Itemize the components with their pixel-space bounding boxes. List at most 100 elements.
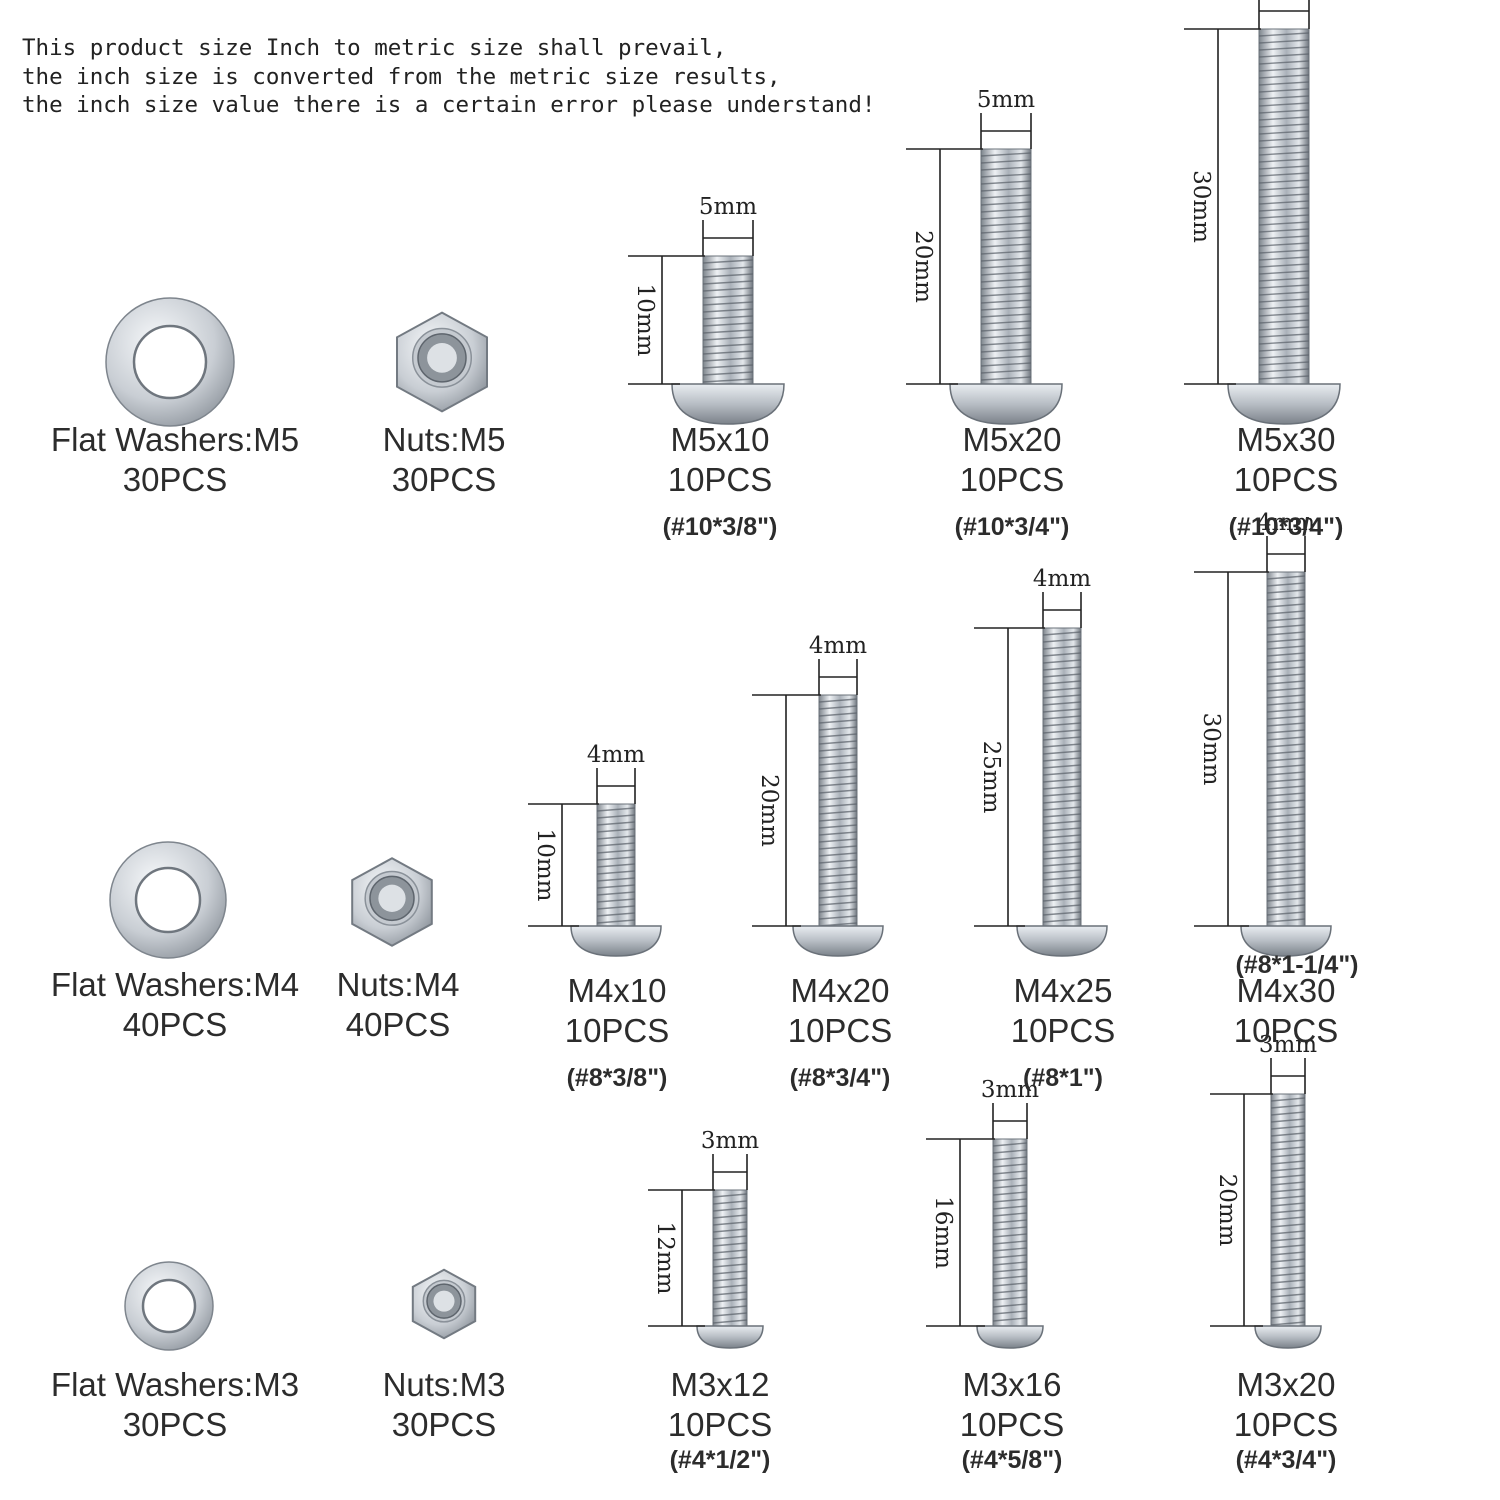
screw-m5x30-caption: M5x30 10PCS (#10*3/4"): [1136, 420, 1436, 542]
screw-m5x20-icon: 20mm 5mm: [906, 87, 1063, 425]
screw-m3x16-icon-diameter-text: 3mm: [981, 1077, 1039, 1103]
screw-m5x30-icon-head: [1227, 383, 1341, 425]
screw-m4x25-label: M4x25: [1013, 972, 1113, 1009]
screw-m3x12-icon-threads: [712, 1193, 748, 1324]
screw-m4x10-icon-length-dimension: [528, 803, 599, 927]
nut-m3-icon-bore-highlight: [433, 1290, 455, 1312]
screw-m4x10-icon-diameter-dimension: [596, 768, 636, 804]
screw-m3x16-icon-length-dimension: [926, 1138, 995, 1327]
nut-m5-icon-bore-highlight: [427, 342, 457, 373]
screw-m4x20-icon-length-dimension: [752, 694, 821, 927]
screw-m4x30-qty: 10PCS: [1233, 1012, 1339, 1049]
screw-m5x20-icon-diameter-text: 5mm: [977, 87, 1035, 113]
screw-m4x25-inch: (#8*1"): [1023, 1064, 1103, 1092]
screw-m5x30-icon-length-dimension: [1184, 28, 1261, 385]
screw-m3x20-icon-length-dimension: [1210, 1093, 1273, 1327]
screw-m3x16-qty: 10PCS: [959, 1406, 1065, 1443]
nut-m4-caption: Nuts:M4 40PCS: [248, 965, 548, 1045]
washer-m5-caption: Flat Washers:M5 30PCS: [25, 420, 325, 500]
screw-m3x16-icon: 16mm 3mm: [926, 1077, 1044, 1349]
screw-m5x10-icon-shank: [702, 255, 754, 385]
screw-m5x20-qty: 10PCS: [959, 461, 1065, 498]
screw-m3x16-icon-threads: [992, 1142, 1028, 1322]
screw-m3x20-icon-diameter-text: 3mm: [1259, 1032, 1317, 1058]
screw-m3x12-icon-length-text: 12mm: [652, 1222, 678, 1295]
screw-m4x20-icon-diameter-dimension: [818, 659, 858, 695]
screw-m3x16-icon-diameter-dimension: [992, 1103, 1028, 1139]
nut-m3-label: Nuts:M3: [382, 1366, 506, 1403]
screw-m5x20-label: M5x20: [962, 421, 1062, 458]
screw-m3x16-icon-head: [976, 1325, 1044, 1349]
screw-m3x16-label: M3x16: [962, 1366, 1062, 1403]
screw-m5x20-icon-length-dimension: [906, 148, 983, 385]
screw-m4x25-icon-diameter-text: 4mm: [1033, 566, 1091, 592]
screw-m4x20-inch: (#8*3/4"): [789, 1064, 891, 1092]
screw-m4x30-icon-diameter-dimension: [1266, 536, 1306, 572]
screw-m5x20-icon-length-text: 20mm: [910, 230, 936, 303]
screw-m4x30-inch: (#8*1-1/4"): [1235, 951, 1359, 979]
screw-m4x25-icon-length-text: 25mm: [978, 741, 1004, 814]
washer-m3-caption: Flat Washers:M3 30PCS: [25, 1365, 325, 1445]
washer-m3-label: Flat Washers:M3: [50, 1366, 300, 1403]
screw-m3x20-label: M3x20: [1236, 1366, 1336, 1403]
screw-m4x25-icon-head: [1016, 925, 1108, 957]
screw-m5x20-icon-diameter-dimension: [980, 113, 1032, 149]
screw-m5x30-icon-diameter-dimension: [1258, 0, 1310, 29]
screw-m5x10-qty: 10PCS: [667, 461, 773, 498]
screw-m3x16-caption: M3x16 10PCS (#4*5/8"): [862, 1365, 1162, 1475]
screw-m3x20-caption: M3x20 10PCS (#4*3/4"): [1136, 1365, 1436, 1475]
washer-m3-icon: [124, 1261, 214, 1351]
washer-m5-icon-hole: [132, 324, 208, 400]
screw-m5x10-icon: 10mm 5mm: [628, 194, 785, 425]
nut-m3-icon: [411, 1268, 477, 1340]
washer-m3-icon-hole: [141, 1278, 197, 1334]
screw-m4x10-caption: M4x10 10PCS (#8*3/8"): [467, 971, 767, 1093]
screw-m4x25-icon-shank: [1042, 627, 1082, 927]
screw-m3x12-qty: 10PCS: [667, 1406, 773, 1443]
screw-m4x25-icon-length-dimension: [974, 627, 1045, 927]
screw-m3x12-icon-length-dimension: [648, 1189, 715, 1327]
washer-m4-icon: [109, 841, 227, 959]
screw-m4x30-icon-threads: [1266, 575, 1306, 923]
screw-m3x16-inch: (#4*5/8"): [961, 1446, 1063, 1474]
screw-m5x10-icon-length-text: 10mm: [632, 284, 658, 357]
nut-m4-icon-bore-highlight: [378, 884, 406, 912]
screw-m4x30-icon-length-dimension: [1194, 571, 1269, 927]
screw-m4x25-icon-diameter-dimension: [1042, 592, 1082, 628]
screw-m4x25-qty: 10PCS: [1010, 1012, 1116, 1049]
screw-m5x10-icon-diameter-text: 5mm: [699, 194, 757, 220]
screw-m3x20-icon-diameter-dimension: [1270, 1058, 1306, 1094]
nut-m5-icon: [396, 311, 488, 413]
screw-m3x20-icon-head: [1254, 1325, 1322, 1349]
nut-m4-icon: [351, 857, 433, 947]
screw-m3x12-icon-diameter-dimension: [712, 1154, 748, 1190]
size-conversion-notice: This product size Inch to metric size sh…: [22, 35, 876, 118]
nut-m5-caption: Nuts:M5 30PCS: [294, 420, 594, 500]
screw-m3x16-icon-shank: [992, 1138, 1028, 1327]
screw-m3x16-icon-length-text: 16mm: [930, 1196, 956, 1269]
nut-m3-qty: 30PCS: [391, 1406, 497, 1443]
screw-m5x20-icon-head: [949, 383, 1063, 425]
nut-m4-qty: 40PCS: [345, 1006, 451, 1043]
nut-m5-label: Nuts:M5: [382, 421, 506, 458]
screw-m4x30-icon-diameter-text: 4mm: [1257, 510, 1315, 536]
washer-m3-qty: 30PCS: [122, 1406, 228, 1443]
screw-m3x20-icon-threads: [1270, 1097, 1306, 1326]
washer-m4-icon-hole: [134, 866, 202, 934]
screw-m4x30-label: M4x30: [1236, 972, 1336, 1009]
screw-m5x20-inch: (#10*3/4"): [954, 513, 1070, 541]
screw-m4x20-qty: 10PCS: [787, 1012, 893, 1049]
screw-m4x30-icon-length-text: 30mm: [1198, 713, 1224, 786]
screw-m4x20-icon-threads: [818, 698, 858, 927]
screw-m4x10-qty: 10PCS: [564, 1012, 670, 1049]
screw-m4x10-icon-head: [570, 925, 662, 957]
screw-m4x10-icon-threads: [596, 807, 636, 924]
washer-m4-qty: 40PCS: [122, 1006, 228, 1043]
screw-m3x12-icon-diameter-text: 3mm: [701, 1128, 759, 1154]
washer-m4-caption: Flat Washers:M4 40PCS: [25, 965, 325, 1045]
screw-m4x20-icon-length-text: 20mm: [756, 774, 782, 847]
screw-m3x12-icon: 12mm 3mm: [648, 1128, 764, 1349]
